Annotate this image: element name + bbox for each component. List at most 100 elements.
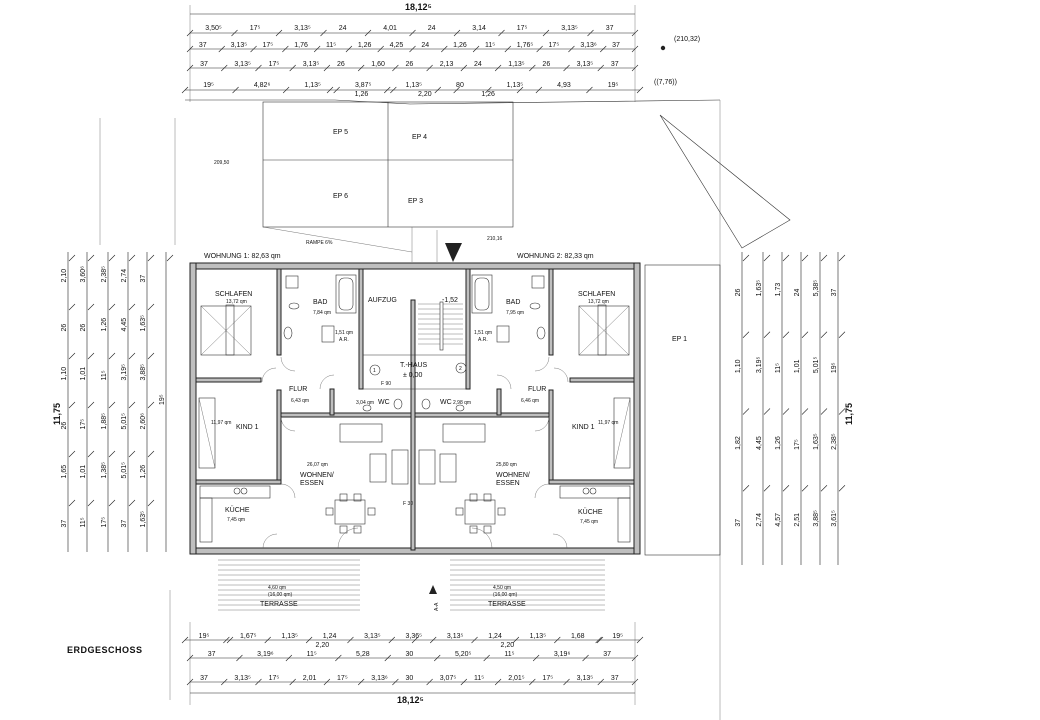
dimension-tick xyxy=(282,86,290,94)
chair xyxy=(339,525,348,534)
dimension-tick xyxy=(305,636,313,644)
dimension-label: 1,67⁵ xyxy=(240,633,257,640)
chair xyxy=(353,525,362,534)
dimension-label: 1,01 xyxy=(80,465,87,479)
elevation-label: ((7,76)) xyxy=(654,79,677,86)
section-marker: A-A xyxy=(434,602,440,611)
room-name: BAD xyxy=(506,299,520,306)
dimension-label: 3,88⁵ xyxy=(813,510,820,527)
room-area: 7,84 qm xyxy=(313,310,331,316)
dimension-labels-left: 371,65261,10262,1011⁵1,0117⁵1,01263,60⁶1… xyxy=(61,254,174,528)
dimension-tick xyxy=(285,654,293,662)
dimension-tick xyxy=(494,64,502,72)
parking-label: EP 1 xyxy=(672,336,687,343)
room-area: 7,95 qm xyxy=(506,310,524,316)
dimension-label: 80 xyxy=(456,82,464,89)
room-area: 1,51 qm xyxy=(474,330,492,336)
dimension-label: 26 xyxy=(61,422,68,430)
room-area: 13,72 qm xyxy=(588,299,609,305)
unit-label: WOHNUNG 1: 82,63 qm xyxy=(204,253,281,260)
dimension-label: 37 xyxy=(831,288,838,296)
dimension-tick xyxy=(68,254,76,262)
dimension-label: 1,63⁵ xyxy=(140,315,147,332)
dimension-label: 17⁵ xyxy=(262,42,273,49)
dimension-tick xyxy=(147,450,155,458)
dimension-tick xyxy=(390,86,397,94)
dimension-label: 2,60⁶ xyxy=(140,413,147,430)
dimension-tick xyxy=(87,303,95,311)
dining-chairs xyxy=(325,493,506,534)
dimension-tick xyxy=(87,254,95,262)
dimension-tick xyxy=(742,485,750,492)
dimension-label: 1,60 xyxy=(371,61,385,68)
dimension-tick xyxy=(108,352,116,360)
room-area: 11,97 qm xyxy=(211,420,231,426)
dimension-tick xyxy=(128,401,136,409)
terrace-hatching xyxy=(218,559,605,611)
dimension-tick xyxy=(409,29,416,37)
apartment-number: 1 xyxy=(373,368,376,374)
dimension-label: 1,26 xyxy=(775,436,782,450)
dimension-label: 17⁵ xyxy=(337,675,348,682)
room-area: 2,98 qm xyxy=(453,400,471,406)
dimension-label: 19⁵ xyxy=(199,633,210,640)
dimension-label: 37 xyxy=(200,61,208,68)
dimension-label: 2,13 xyxy=(440,61,454,68)
dimension-label: 3,50⁵ xyxy=(205,25,222,32)
dimension-label: 1,13⁵ xyxy=(281,633,298,640)
dimension-label: 1,24 xyxy=(488,633,502,640)
dimension-tick xyxy=(186,64,194,72)
dimension-tick xyxy=(820,408,828,415)
dimension-tick xyxy=(742,331,750,338)
dimension-tick xyxy=(782,331,790,338)
dimension-tick xyxy=(801,254,809,262)
dimension-tick xyxy=(333,86,340,94)
dimension-tick xyxy=(838,331,846,338)
room-name: KIND 1 xyxy=(572,424,595,431)
room-name: T.-HAUS xyxy=(400,362,428,369)
dimension-tick xyxy=(631,678,639,686)
dimension-tick xyxy=(434,654,441,662)
parking-label: EP 4 xyxy=(412,134,427,141)
dimension-tick xyxy=(554,636,561,644)
dimension-label: 1,63⁵ xyxy=(813,433,820,450)
dimension-label: 11⁵ xyxy=(101,370,108,380)
dimension-label: 24 xyxy=(474,61,482,68)
dimension-label: 1,26 xyxy=(355,91,369,98)
room-area: 3,04 qm xyxy=(356,400,374,406)
dimension-tick xyxy=(166,254,174,262)
dimension-tick xyxy=(483,654,490,662)
dimension-label: 3,60⁶ xyxy=(80,266,87,283)
dimension-label: 37 xyxy=(200,675,208,682)
dimension-label: 5,01⁵ xyxy=(121,462,128,479)
dimension-label: 3,13⁵ xyxy=(577,675,594,682)
room-name: WC xyxy=(378,399,390,406)
dimension-label: 37 xyxy=(612,42,620,49)
dimension-tick xyxy=(453,86,460,94)
fire-rating: F 90 xyxy=(381,381,391,387)
room-name: AUFZUG xyxy=(368,297,397,304)
dimension-label: 17⁵ xyxy=(542,675,553,682)
dimension-tick xyxy=(568,45,575,53)
dimension-tick xyxy=(128,303,136,311)
dimension-tick xyxy=(820,485,828,492)
room-area: 4,60 qm xyxy=(268,585,286,591)
parking-area: EP 5 EP 4 EP 6 EP 3 209,50 210,16 RAMPE … xyxy=(214,101,514,262)
dimension-tick xyxy=(838,485,846,492)
dimension-label: 4,45 xyxy=(756,436,763,450)
dimension-tick xyxy=(147,401,155,409)
dimension-label: 1,01 xyxy=(794,359,801,373)
dimension-tick xyxy=(87,352,95,360)
dimension-tick xyxy=(223,636,230,644)
dimension-label: 26 xyxy=(80,324,87,332)
dimension-tick xyxy=(529,678,536,686)
dimension-label: 2,01⁵ xyxy=(508,675,525,682)
dimension-label: 11⁵ xyxy=(504,651,514,658)
room-name: A.R. xyxy=(339,337,349,343)
dimension-label: 17⁵ xyxy=(250,25,261,32)
dimension-tick xyxy=(582,654,589,662)
dimension-tick xyxy=(68,352,76,360)
dimension-tick xyxy=(147,499,155,507)
